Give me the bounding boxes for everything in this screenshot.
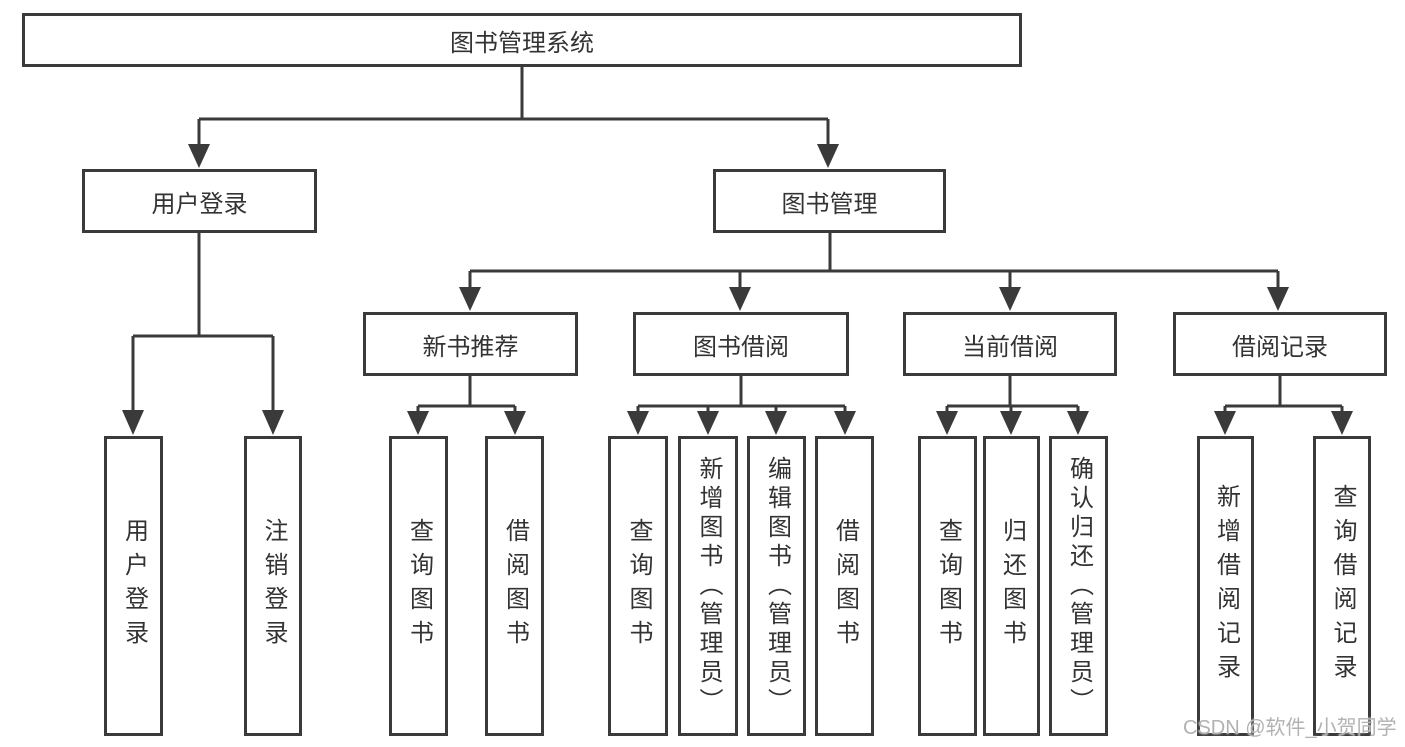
- node-book-borrowing: 图书借阅: [633, 312, 849, 376]
- leaf-add-books-admin: 新增图书（管理员）: [678, 436, 738, 736]
- leaf-borrow-books-under-borrowing: 借阅图书: [815, 436, 874, 736]
- arrowheads-records-leaves: [1214, 411, 1353, 435]
- arrowheads-user-login-leaves: [122, 410, 284, 435]
- node-label: 用户登录: [120, 518, 148, 654]
- leaf-edit-books-admin: 编辑图书（管理员）: [747, 436, 806, 736]
- leaf-query-books-under-current: 查询图书: [918, 436, 977, 736]
- leaf-borrow-books-under-new-rec: 借阅图书: [485, 436, 544, 736]
- arrowheads-level2: [188, 144, 839, 168]
- node-label: 新增借阅记录: [1212, 484, 1240, 688]
- leaf-query-books-under-borrowing: 查询图书: [608, 436, 668, 736]
- connector-current-to-leaves: [945, 376, 1080, 412]
- node-label: 归还图书: [998, 518, 1026, 654]
- connector-root-to-level2: [197, 67, 830, 147]
- node-label: 查询图书: [625, 518, 652, 654]
- node-book-management: 图书管理: [713, 169, 946, 233]
- node-label: 查询图书: [934, 518, 962, 654]
- connector-book-mgmt-to-level3: [468, 233, 1280, 289]
- connector-records-to-leaves: [1223, 376, 1344, 412]
- leaf-return-books: 归还图书: [983, 436, 1040, 736]
- node-label: 查询借阅记录: [1329, 484, 1356, 688]
- node-label: 借阅图书: [831, 518, 859, 654]
- leaf-add-borrow-record: 新增借阅记录: [1197, 436, 1254, 736]
- node-borrowing-records: 借阅记录: [1173, 312, 1387, 376]
- csdn-watermark: CSDN @软件_小贺同学: [1183, 717, 1397, 739]
- arrowheads-borrowing-leaves: [627, 411, 856, 435]
- leaf-logout: 注销登录: [244, 436, 302, 736]
- node-library-management-system: 图书管理系统: [22, 13, 1022, 67]
- node-label: 查询图书: [405, 518, 433, 654]
- node-label: 新增图书（管理员）: [695, 455, 722, 717]
- arrowheads-new-rec-leaves: [407, 411, 526, 435]
- arrowheads-level3: [459, 287, 1289, 311]
- node-new-book-recommendation: 新书推荐: [363, 312, 578, 376]
- connector-user-login-to-leaves: [131, 233, 275, 412]
- leaf-confirm-return-admin: 确认归还（管理员）: [1049, 436, 1108, 736]
- node-user-login: 用户登录: [82, 169, 317, 233]
- leaf-query-borrow-record: 查询借阅记录: [1313, 436, 1371, 736]
- node-label: 借阅图书: [501, 518, 529, 654]
- connector-new-rec-to-leaves: [416, 376, 517, 412]
- node-label: 图书管理系统: [450, 29, 594, 57]
- node-label: 图书管理: [781, 190, 878, 218]
- node-label: 新书推荐: [422, 333, 519, 361]
- node-label: 图书借阅: [693, 333, 789, 361]
- connector-borrowing-to-leaves: [636, 376, 847, 412]
- node-label: 注销登录: [260, 518, 287, 654]
- node-label: 借阅记录: [1232, 333, 1328, 361]
- arrowheads-current-leaves: [936, 411, 1089, 435]
- leaf-query-books-under-new-rec: 查询图书: [389, 436, 448, 736]
- leaf-user-login: 用户登录: [104, 436, 163, 736]
- node-label: 用户登录: [151, 190, 248, 218]
- node-label: 当前借阅: [962, 333, 1058, 361]
- node-label: 确认归还（管理员）: [1065, 455, 1093, 717]
- node-label: 编辑图书（管理员）: [763, 455, 791, 717]
- node-current-borrowing: 当前借阅: [903, 312, 1117, 376]
